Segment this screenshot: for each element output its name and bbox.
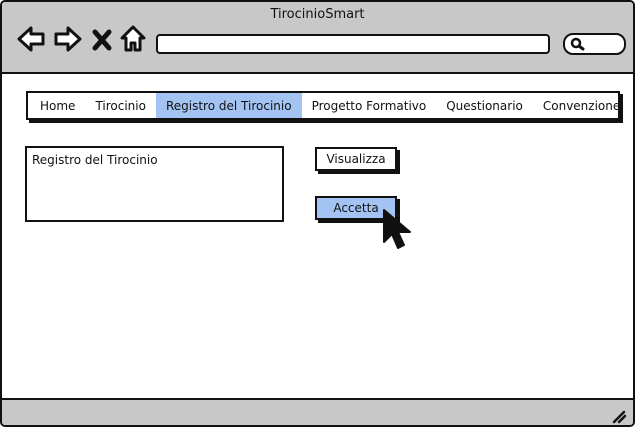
- main-menu: Home Tirocinio Registro del Tirocinio Pr…: [26, 91, 620, 120]
- panel-label: Registro del Tirocinio: [32, 153, 158, 167]
- mouse-pointer-icon: [383, 209, 411, 249]
- home-icon[interactable]: [118, 24, 148, 54]
- back-arrow-icon[interactable]: [16, 24, 46, 54]
- address-bar[interactable]: [156, 34, 550, 54]
- window-title: TirocinioSmart: [270, 7, 365, 22]
- menu-item-registro-del-tirocinio[interactable]: Registro del Tirocinio: [155, 93, 302, 118]
- status-bar: [2, 398, 633, 425]
- browser-toolbar: TirocinioSmart: [2, 2, 633, 74]
- search-icon: [570, 37, 585, 51]
- close-x-icon[interactable]: [90, 24, 114, 54]
- visualizza-button[interactable]: Visualizza: [315, 147, 397, 171]
- forward-arrow-icon[interactable]: [53, 24, 83, 54]
- menu-item-convenzione[interactable]: Convenzione: [542, 98, 621, 113]
- registro-panel: Registro del Tirocinio: [25, 146, 284, 222]
- menu-item-home[interactable]: Home: [40, 98, 76, 113]
- search-field[interactable]: [563, 33, 626, 55]
- menu-item-tirocinio[interactable]: Tirocinio: [95, 98, 146, 113]
- menu-item-progetto-formativo[interactable]: Progetto Formativo: [311, 98, 427, 113]
- resize-grip-icon[interactable]: [611, 408, 627, 424]
- menu-item-questionario[interactable]: Questionario: [446, 98, 523, 113]
